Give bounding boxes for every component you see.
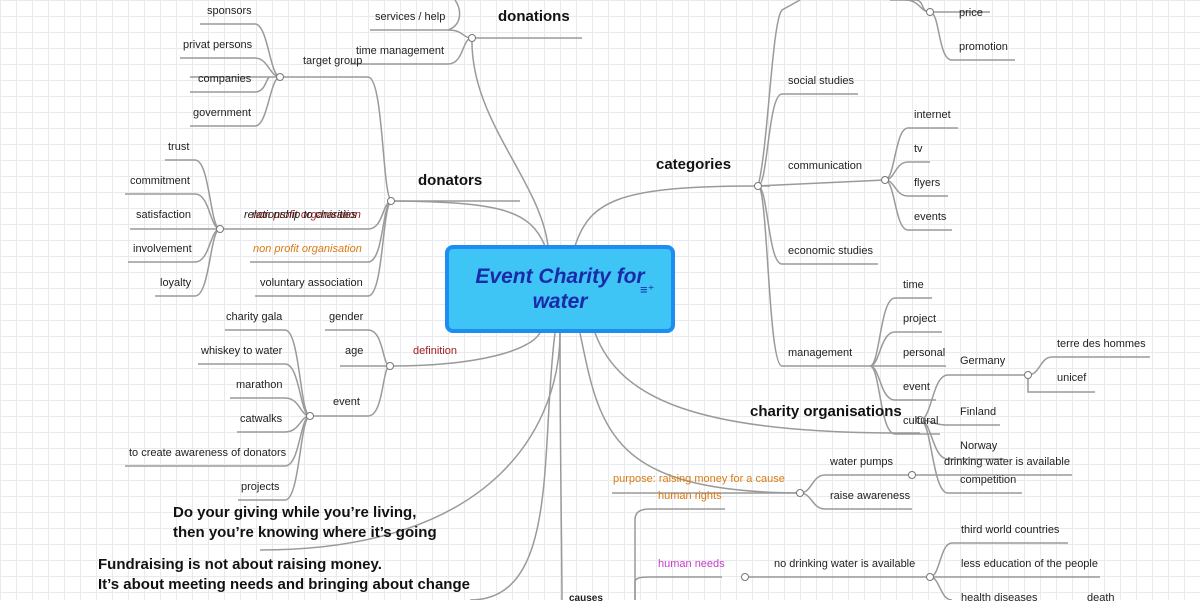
label-project[interactable]: project: [903, 313, 937, 325]
label-commitment[interactable]: commitment: [130, 175, 190, 187]
node-dot: [926, 573, 934, 581]
label-less-education[interactable]: less education of the people: [961, 558, 1098, 570]
quote-2-line-1: Fundraising is not about raising money.: [98, 556, 382, 573]
label-finland[interactable]: Finland: [960, 406, 997, 418]
node-dot: [916, 416, 924, 424]
quote-1: Do your giving while you’re living, then…: [173, 503, 437, 543]
label-internet[interactable]: internet: [914, 109, 951, 121]
label-loyalty[interactable]: loyalty: [160, 277, 192, 289]
label-raise-awareness[interactable]: raise awareness: [830, 490, 911, 502]
node-dot: [468, 34, 476, 42]
label-sponsors[interactable]: sponsors: [207, 5, 252, 17]
label-charity-gala[interactable]: charity gala: [226, 311, 283, 323]
node-dot: [1024, 371, 1032, 379]
label-trust[interactable]: trust: [168, 141, 190, 153]
label-communication[interactable]: communication: [788, 160, 862, 172]
node-dot: [881, 176, 889, 184]
label-price[interactable]: price: [959, 7, 983, 19]
label-water-pumps[interactable]: water pumps: [830, 456, 893, 468]
label-companies[interactable]: companies: [198, 73, 252, 85]
label-human-rights[interactable]: human rights: [658, 490, 722, 502]
label-satisfaction[interactable]: satisfaction: [136, 209, 192, 221]
label-personal[interactable]: personal: [903, 347, 946, 359]
label-age[interactable]: age: [345, 345, 364, 357]
label-management[interactable]: management: [788, 347, 853, 359]
topic-donators[interactable]: donators: [418, 172, 483, 189]
label-norway[interactable]: Norway: [960, 440, 998, 452]
label-time-management[interactable]: time management: [356, 45, 445, 57]
label-death[interactable]: death: [1087, 592, 1115, 604]
label-create-awareness[interactable]: to create awareness of donators: [129, 447, 287, 459]
label-time[interactable]: time: [903, 279, 924, 291]
label-social-studies[interactable]: social studies: [788, 75, 855, 87]
label-health-diseases[interactable]: health diseases: [961, 592, 1038, 604]
node-dot: [276, 73, 284, 81]
quote-2-line-2: It’s about meeting needs and bringing ab…: [98, 576, 470, 593]
label-voluntary-association[interactable]: voluntary association: [260, 277, 363, 289]
node-dot: [386, 362, 394, 370]
label-event-mgmt[interactable]: event: [903, 381, 930, 393]
label-promotion[interactable]: promotion: [959, 41, 1008, 53]
label-definition[interactable]: definition: [413, 345, 458, 357]
label-whiskey-to-water[interactable]: whiskey to water: [201, 345, 283, 357]
label-human-needs[interactable]: human needs: [658, 558, 725, 570]
central-topic-title: Event Charity for water: [475, 265, 645, 313]
central-topic[interactable]: Event Charity for water: [445, 245, 675, 333]
topic-donations[interactable]: donations: [498, 8, 570, 25]
node-dot: [741, 573, 749, 581]
label-competition[interactable]: competition: [960, 474, 1017, 486]
label-target-group[interactable]: target group: [303, 55, 363, 67]
quote-1-line-2: then you’re knowing where it’s going: [173, 524, 437, 541]
label-terre-des-hommes[interactable]: terre des hommes: [1057, 338, 1146, 350]
node-dot: [796, 489, 804, 497]
node-dot: [908, 471, 916, 479]
label-economic-studies[interactable]: economic studies: [788, 245, 873, 257]
label-services-help[interactable]: services / help: [375, 11, 446, 23]
topic-categories[interactable]: categories: [656, 156, 732, 173]
label-catwalks[interactable]: catwalks: [240, 413, 283, 425]
label-government[interactable]: government: [193, 107, 252, 119]
label-marathon[interactable]: marathon: [236, 379, 283, 391]
topic-causes[interactable]: causes: [569, 593, 603, 604]
label-gender[interactable]: gender: [329, 311, 364, 323]
quote-2: Fundraising is not about raising money. …: [98, 555, 470, 595]
node-dot: [926, 8, 934, 16]
label-event[interactable]: event: [333, 396, 360, 408]
label-involvement[interactable]: involvement: [133, 243, 192, 255]
label-flyers[interactable]: flyers: [914, 177, 941, 189]
label-non-profit-organisation[interactable]: non profit organisation: [253, 243, 362, 255]
label-tv[interactable]: tv: [914, 143, 923, 155]
topic-charity-organisations[interactable]: charity organisations: [750, 403, 902, 420]
notes-icon[interactable]: ≡⁺: [640, 282, 655, 297]
label-purpose[interactable]: purpose: raising money for a cause: [613, 473, 785, 485]
label-no-drinking-water[interactable]: no drinking water is available: [774, 558, 916, 570]
label-relationship-to-charities[interactable]: relationship to charities: [244, 209, 357, 221]
label-projects[interactable]: projects: [241, 481, 280, 493]
node-dot: [387, 197, 395, 205]
node-dot: [754, 182, 762, 190]
label-events[interactable]: events: [914, 211, 947, 223]
quote-1-line-1: Do your giving while you’re living,: [173, 504, 417, 521]
node-dot: [306, 412, 314, 420]
label-unicef[interactable]: unicef: [1057, 372, 1087, 384]
label-germany[interactable]: Germany: [960, 355, 1006, 367]
node-dot: [216, 225, 224, 233]
label-third-world-countries[interactable]: third world countries: [961, 524, 1060, 536]
label-drinking-water-available[interactable]: drinking water is available: [944, 456, 1070, 468]
label-cultural[interactable]: cultural: [903, 415, 939, 427]
label-privat-persons[interactable]: privat persons: [183, 39, 253, 51]
label-relationship-overlap: non profit organisation: [252, 209, 361, 221]
